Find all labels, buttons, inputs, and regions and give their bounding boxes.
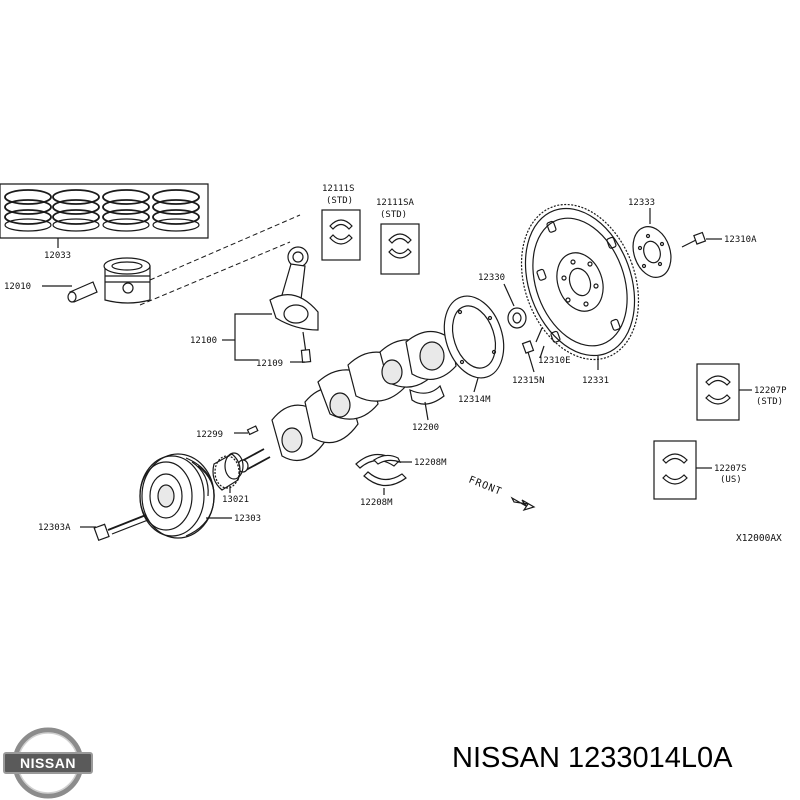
label-main-bearing-s: 12207S	[714, 464, 747, 474]
drive-plate	[524, 207, 636, 357]
main-bearing-p-group: 12207P (STD)	[696, 363, 787, 421]
crank-key	[246, 425, 259, 436]
rings-box	[0, 183, 209, 239]
label-pulley: 12303	[234, 514, 261, 524]
diagram-code: X12000AX	[736, 533, 782, 544]
label-reinforcement: 12315N	[512, 376, 545, 386]
conrod-bearing-box-2	[380, 223, 420, 275]
front-arrow-icon	[510, 496, 536, 512]
conrod-bearing-sa-group: 12111SA (STD)	[376, 198, 420, 275]
reinforcement	[521, 340, 535, 354]
label-main-bearing-p-grade: (STD)	[756, 397, 783, 407]
drive-plate-bolt	[535, 327, 543, 343]
thrust-washer-group: 12208M 12208M	[355, 453, 447, 508]
label-drive-plate: 12331	[582, 376, 609, 386]
label-conrod-bolt: 12109	[256, 359, 283, 369]
front-indicator: FRONT	[467, 475, 536, 512]
flywheel-bolt-group: 12310A	[681, 231, 757, 248]
main-bearing-s-group: 12207S (US)	[653, 440, 747, 500]
pilot-bushing	[507, 307, 527, 329]
label-pulley-bolt: 12303A	[38, 523, 71, 533]
piston-rings-group: 12033	[0, 183, 209, 261]
label-main-bearing-p: 12207P	[754, 386, 787, 396]
nissan-logo: NISSAN	[3, 727, 93, 799]
label-thrust-washer-lower: 12208M	[360, 498, 393, 508]
plate-group: 12333	[628, 198, 672, 278]
piston	[104, 265, 151, 304]
label-conrod-bearing-sa-grade: (STD)	[380, 210, 407, 220]
label-drive-plate-bolt: 12310E	[538, 356, 571, 366]
front-label: FRONT	[467, 475, 504, 498]
label-key: 12299	[196, 430, 223, 440]
label-sprocket: 13021	[222, 495, 249, 505]
label-flywheel-bolt: 12310A	[724, 235, 757, 245]
bearing-shell-upper	[329, 219, 353, 230]
label-conrod-bearing-std-grade: (STD)	[326, 196, 353, 206]
thrust-washer-lower	[363, 471, 407, 487]
label-piston: 12010	[4, 282, 31, 292]
assembly-line-piston	[149, 214, 301, 281]
drive-plate-group: 12331	[520, 203, 640, 386]
label-plate: 12333	[628, 198, 655, 208]
piston-group: 12010	[4, 214, 301, 306]
pilot-bushing-group: 12330	[478, 273, 527, 329]
part-number-caption: NISSAN 1233014L0A	[452, 742, 733, 774]
flywheel-bolt	[681, 239, 697, 248]
key-group: 12299	[196, 425, 259, 440]
label-rear-plate: 12314M	[458, 395, 491, 405]
label-conrod-bearing-std: 12111S	[322, 184, 355, 194]
label-conrod-bearing-sa: 12111SA	[376, 198, 415, 208]
connecting-rod-group: 12100 12109	[190, 246, 319, 369]
main-bearing-box-s	[653, 440, 697, 500]
label-crankshaft: 12200	[412, 423, 439, 433]
pulley-group: 12303	[139, 453, 261, 539]
sprocket-group: 13021	[212, 452, 249, 505]
reinforcement-group: 12315N 12310E	[512, 327, 571, 386]
label-rings: 12033	[44, 251, 71, 261]
conrod-big-end	[269, 294, 319, 331]
pulley-bolt	[107, 514, 147, 531]
nissan-logo-text: NISSAN	[20, 755, 76, 771]
label-conrod: 12100	[190, 336, 217, 346]
crank-flange	[419, 341, 445, 371]
crankshaft: 12200	[237, 330, 457, 473]
label-main-bearing-s-grade: (US)	[720, 475, 742, 485]
conrod-bearing-box-1	[321, 209, 361, 261]
main-bearing-box-p	[696, 363, 740, 421]
pulley-bolt-group: 12303A	[38, 514, 149, 542]
flywheel-plate	[632, 226, 672, 278]
label-thrust-washer-upper: 12208M	[414, 458, 447, 468]
ring-stack	[4, 189, 200, 232]
conrod-bearing-std-group: 12111S (STD)	[321, 184, 361, 261]
bearing-shell-lower	[329, 234, 353, 245]
rear-plate-group: 12314M	[443, 295, 505, 405]
label-pilot-bushing: 12330	[478, 273, 505, 283]
